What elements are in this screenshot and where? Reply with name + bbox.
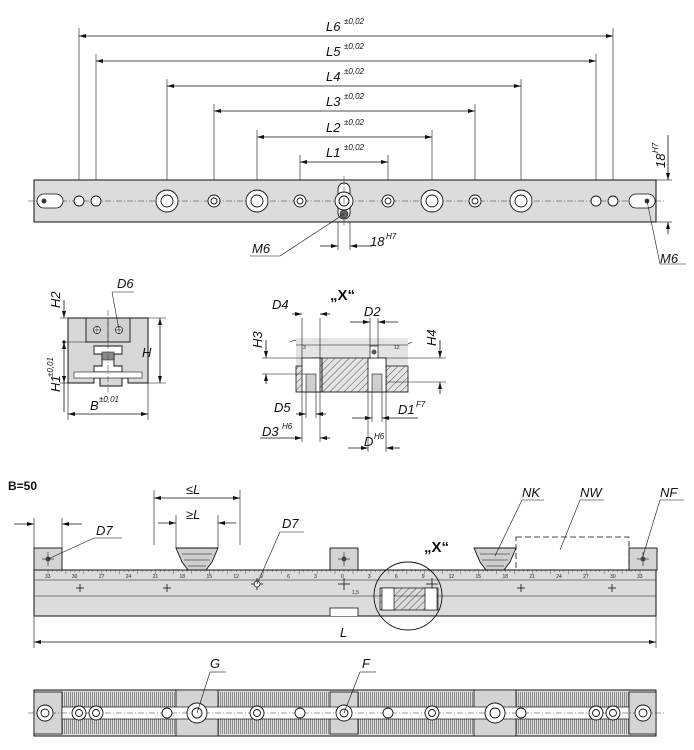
g-label: G <box>210 656 220 671</box>
ge-l-label: ≥L <box>186 507 200 522</box>
scale-tick-label: 24 <box>126 574 132 580</box>
clamp-left <box>175 547 219 571</box>
scale-tick-label: 27 <box>583 574 589 580</box>
dim-l3-label: L3 <box>326 94 341 109</box>
scale-tick-label: 30 <box>610 574 616 580</box>
d7-label-a: D7 <box>96 523 113 538</box>
scale-tick-label: 18 <box>180 574 186 580</box>
plan-view: G F <box>28 656 664 737</box>
dim-l5-tol: ±0,02 <box>344 42 365 51</box>
b50-label: B=50 <box>8 479 37 493</box>
d6-label: D6 <box>117 276 134 291</box>
detail-circle <box>373 561 443 631</box>
h3-label: H3 <box>250 331 265 348</box>
nw-label: NW <box>580 485 603 500</box>
d2-label: D2 <box>364 304 381 319</box>
scale-tick-label: 21 <box>529 574 535 580</box>
dim-l2-label: L2 <box>326 120 341 135</box>
block-right-nf <box>628 547 658 571</box>
top-view: L6 ±0,02 L5 ±0,02 L4 ±0,02 L3 ±0,02 L2 ±… <box>28 17 686 266</box>
detail-x-title: „X“ <box>330 287 355 304</box>
scale-tick-label: 12 <box>233 574 239 580</box>
dim-l2-tol: ±0,02 <box>344 118 365 127</box>
dim-l6-tol: ±0,02 <box>344 17 365 26</box>
clamp-right-nk <box>473 547 517 571</box>
right-18-label: 18 <box>653 153 668 168</box>
b-label: B <box>90 398 99 413</box>
scale-tick-label: 9 <box>260 574 263 580</box>
scale-tick-label: 9 <box>422 574 425 580</box>
dim-l1-tol: ±0,02 <box>344 143 365 152</box>
d1-label: D1 <box>398 402 415 417</box>
scale-tick-label: 3 <box>314 574 317 580</box>
dim-l1-label: L1 <box>326 145 340 160</box>
h4-label: H4 <box>424 329 439 346</box>
top-view-holes <box>73 189 619 213</box>
scale-tick-label: 33 <box>637 574 643 580</box>
overall-l-label: L <box>340 625 347 640</box>
dim-l5-label: L5 <box>326 44 341 59</box>
nf-label: NF <box>660 485 678 500</box>
nk-label: NK <box>522 485 541 500</box>
d1-tol: F7 <box>416 400 426 409</box>
front-x-label: „X“ <box>424 539 449 556</box>
workpiece-nw <box>515 536 630 571</box>
scale-tick-label: 27 <box>99 574 105 580</box>
scale-tick-label: 0 <box>341 574 344 580</box>
detail-scale-left: 3 <box>303 345 306 351</box>
block-center <box>329 547 359 571</box>
h1-tol: ±0,01 <box>46 357 55 377</box>
h-label: H <box>142 345 152 360</box>
dim-l6-label: L6 <box>326 19 341 34</box>
d7-label-b: D7 <box>282 516 299 531</box>
scale-tick-label: 21 <box>153 574 159 580</box>
scale-tick-label: 12 <box>449 574 455 580</box>
scale-tick-label: 15 <box>476 574 482 580</box>
scale-tick-label: 33 <box>45 574 51 580</box>
detail-scale-right: 12 <box>394 345 400 351</box>
dim-l4-label: L4 <box>326 69 340 84</box>
le-l-label: ≤L <box>186 482 200 497</box>
m6-left-label: M6 <box>252 241 271 256</box>
d4-label: D4 <box>272 297 289 312</box>
f-label: F <box>362 656 371 671</box>
right-18-tol: H7 <box>651 142 660 153</box>
h1-label: H1 <box>48 375 63 392</box>
small-note: 1,5 <box>352 590 359 596</box>
scale-tick-label: 24 <box>556 574 562 580</box>
h2-label: H2 <box>48 291 63 308</box>
scale-tick-label: 3 <box>368 574 371 580</box>
d-tol: H6 <box>374 432 385 441</box>
dim-l4-tol: ±0,02 <box>344 67 365 76</box>
scale-tick-label: 6 <box>287 574 290 580</box>
scale-tick-label: 30 <box>72 574 78 580</box>
d3-tol: H6 <box>282 422 293 431</box>
m6-right-label: M6 <box>660 251 679 266</box>
cross-section: H2 H1 ±0,01 H D6 B ±0,01 <box>46 276 166 420</box>
scale-tick-label: 6 <box>395 574 398 580</box>
detail-x: „X“ 3 12 D4 <box>250 287 446 452</box>
d3-label: D3 <box>262 424 279 439</box>
bottom-18-label: 18 <box>370 234 385 249</box>
d5-label: D5 <box>274 400 291 415</box>
dim-l3-tol: ±0,02 <box>344 92 365 101</box>
bottom-18-tol: H7 <box>386 232 397 241</box>
b-tol: ±0,01 <box>99 395 119 404</box>
scale-tick-label: 18 <box>502 574 508 580</box>
d-label: D <box>364 434 373 449</box>
scale-tick-label: 15 <box>206 574 212 580</box>
